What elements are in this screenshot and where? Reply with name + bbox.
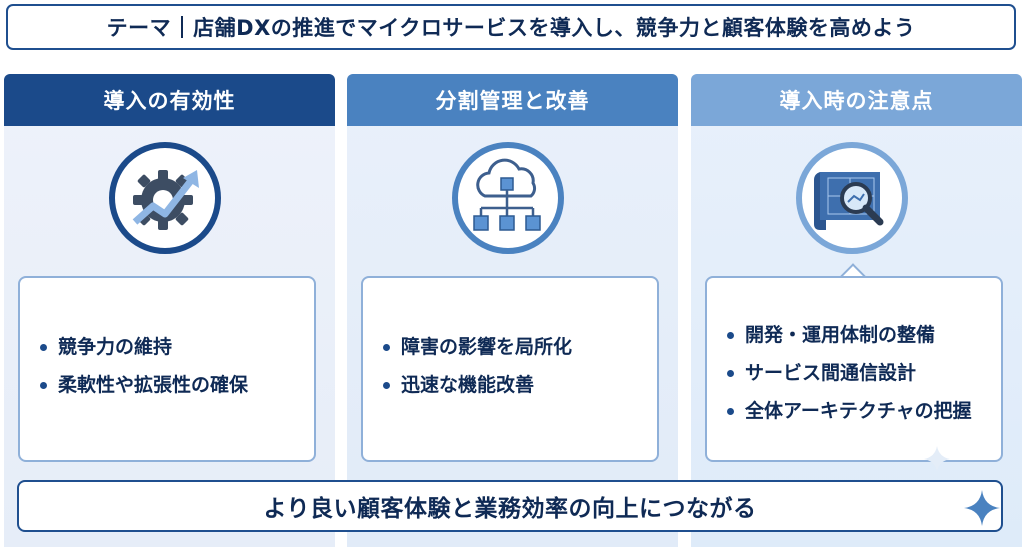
division-card: 障害の影響を局所化 迅速な機能改善 xyxy=(361,276,659,462)
list-item: 柔軟性や拡張性の確保 xyxy=(38,366,314,404)
list-item: 開発・運用体制の整備 xyxy=(725,316,1001,354)
sparkle-icon xyxy=(924,446,950,472)
list-item: サービス間通信設計 xyxy=(725,354,1001,392)
theme-label: テーマ xyxy=(106,16,172,40)
list-item: 迅速な機能改善 xyxy=(381,366,657,404)
theme-title-bar: テーマ 店舗DXの推進でマイクロサービスを導入し、競争力と顧客体験を高めよう xyxy=(6,4,1016,50)
column-header: 導入の有効性 xyxy=(4,74,335,126)
list-item: 障害の影響を局所化 xyxy=(381,328,657,366)
column-effectiveness: 導入の有効性 競争力の維持 柔軟性や拡張性の確保 xyxy=(4,74,335,547)
sparkle-icon xyxy=(964,490,1000,526)
conclusion-bar: より良い顧客体験と業務効率の向上につながる xyxy=(17,480,1003,532)
cloud-network-icon xyxy=(452,142,564,254)
column-cautions: 導入時の注意点 開発・運用体制の整備 サービス間通信設計 全体アーキテクチャの把… xyxy=(691,74,1022,547)
theme-text: 店舗DXの推進でマイクロサービスを導入し、競争力と顧客体験を高めよう xyxy=(193,16,916,40)
list-item: 競争力の維持 xyxy=(38,328,314,366)
gear-growth-icon xyxy=(109,142,221,254)
effectiveness-card: 競争力の維持 柔軟性や拡張性の確保 xyxy=(18,276,316,462)
column-header: 導入時の注意点 xyxy=(691,74,1022,126)
conclusion-text: より良い顧客体験と業務効率の向上につながる xyxy=(263,496,757,522)
list-item: 全体アーキテクチャの把握 xyxy=(725,392,1001,430)
column-header: 分割管理と改善 xyxy=(347,74,678,126)
title-separator xyxy=(181,16,184,38)
cautions-card: 開発・運用体制の整備 サービス間通信設計 全体アーキテクチャの把握 xyxy=(705,276,1003,462)
column-division-management: 分割管理と改善 障害の影響を局所化 迅速な機能改善 xyxy=(347,74,678,547)
blueprint-magnifier-icon xyxy=(796,142,908,254)
